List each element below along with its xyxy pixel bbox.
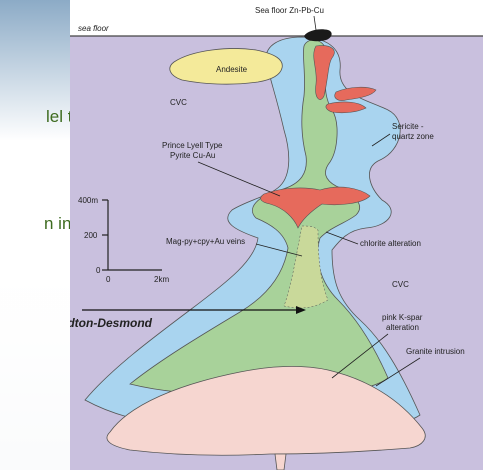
scale-x-0: 0 xyxy=(106,275,111,284)
vein-stockwork xyxy=(283,225,329,309)
label-prince-lyell-2: Pyrite Cu-Au xyxy=(170,151,215,160)
sea-strip xyxy=(70,0,483,36)
leader-chlorite xyxy=(325,231,359,245)
label-pink-kspar-2: alteration xyxy=(386,323,419,332)
label-mag-veins: Mag-py+cpy+Au veins xyxy=(166,237,245,246)
elverdton-arrow-head xyxy=(296,306,306,314)
scale-tick-200: 200 xyxy=(84,231,98,240)
scale-tick-400: 400m xyxy=(78,196,98,205)
ore-deposit-cross-section: 400m 200 0 0 2km sea floor Sea floor Zn-… xyxy=(70,0,483,470)
label-sea-floor: sea floor xyxy=(78,24,109,33)
label-sea-floor-deposit: Sea floor Zn-Pb-Cu xyxy=(255,6,324,15)
label-andesite: Andesite xyxy=(216,65,248,74)
ore-lens-upper xyxy=(334,86,377,101)
leader-pink-kspar xyxy=(331,333,389,379)
ore-lens-mid xyxy=(325,101,367,114)
leader-prince-lyell xyxy=(197,161,281,197)
leader-granite xyxy=(375,357,421,387)
granite-intrusion xyxy=(106,365,426,456)
label-chlorite: chlorite alteration xyxy=(360,239,421,248)
label-elverdton-desmond: Elverdton-Desmond xyxy=(70,316,153,330)
ore-lens-top xyxy=(313,45,335,100)
label-sericite-1: Sericite - xyxy=(392,122,424,131)
leader-sericite xyxy=(371,133,391,147)
andesite-body xyxy=(169,48,283,85)
label-granite: Granite intrusion xyxy=(406,347,465,356)
label-pink-kspar-1: pink K-spar xyxy=(382,313,423,322)
leader-mag-veins xyxy=(255,243,303,257)
leader-sea-floor-deposit xyxy=(313,15,317,31)
label-sericite-2: quartz zone xyxy=(392,132,434,141)
slide-text-fragment-2: n in xyxy=(44,214,72,233)
ore-lens-prince-lyell xyxy=(260,186,371,229)
label-prince-lyell-1: Prince Lyell Type xyxy=(162,141,223,150)
scale-bar xyxy=(102,199,162,271)
scale-tick-0: 0 xyxy=(96,266,101,275)
granite-stem xyxy=(274,453,287,470)
label-cvc-left: CVC xyxy=(170,98,187,107)
sea-floor-deposit xyxy=(304,29,332,42)
slide-left-band xyxy=(0,0,75,470)
label-cvc-right: CVC xyxy=(392,280,409,289)
scale-x-2km: 2km xyxy=(154,275,169,284)
